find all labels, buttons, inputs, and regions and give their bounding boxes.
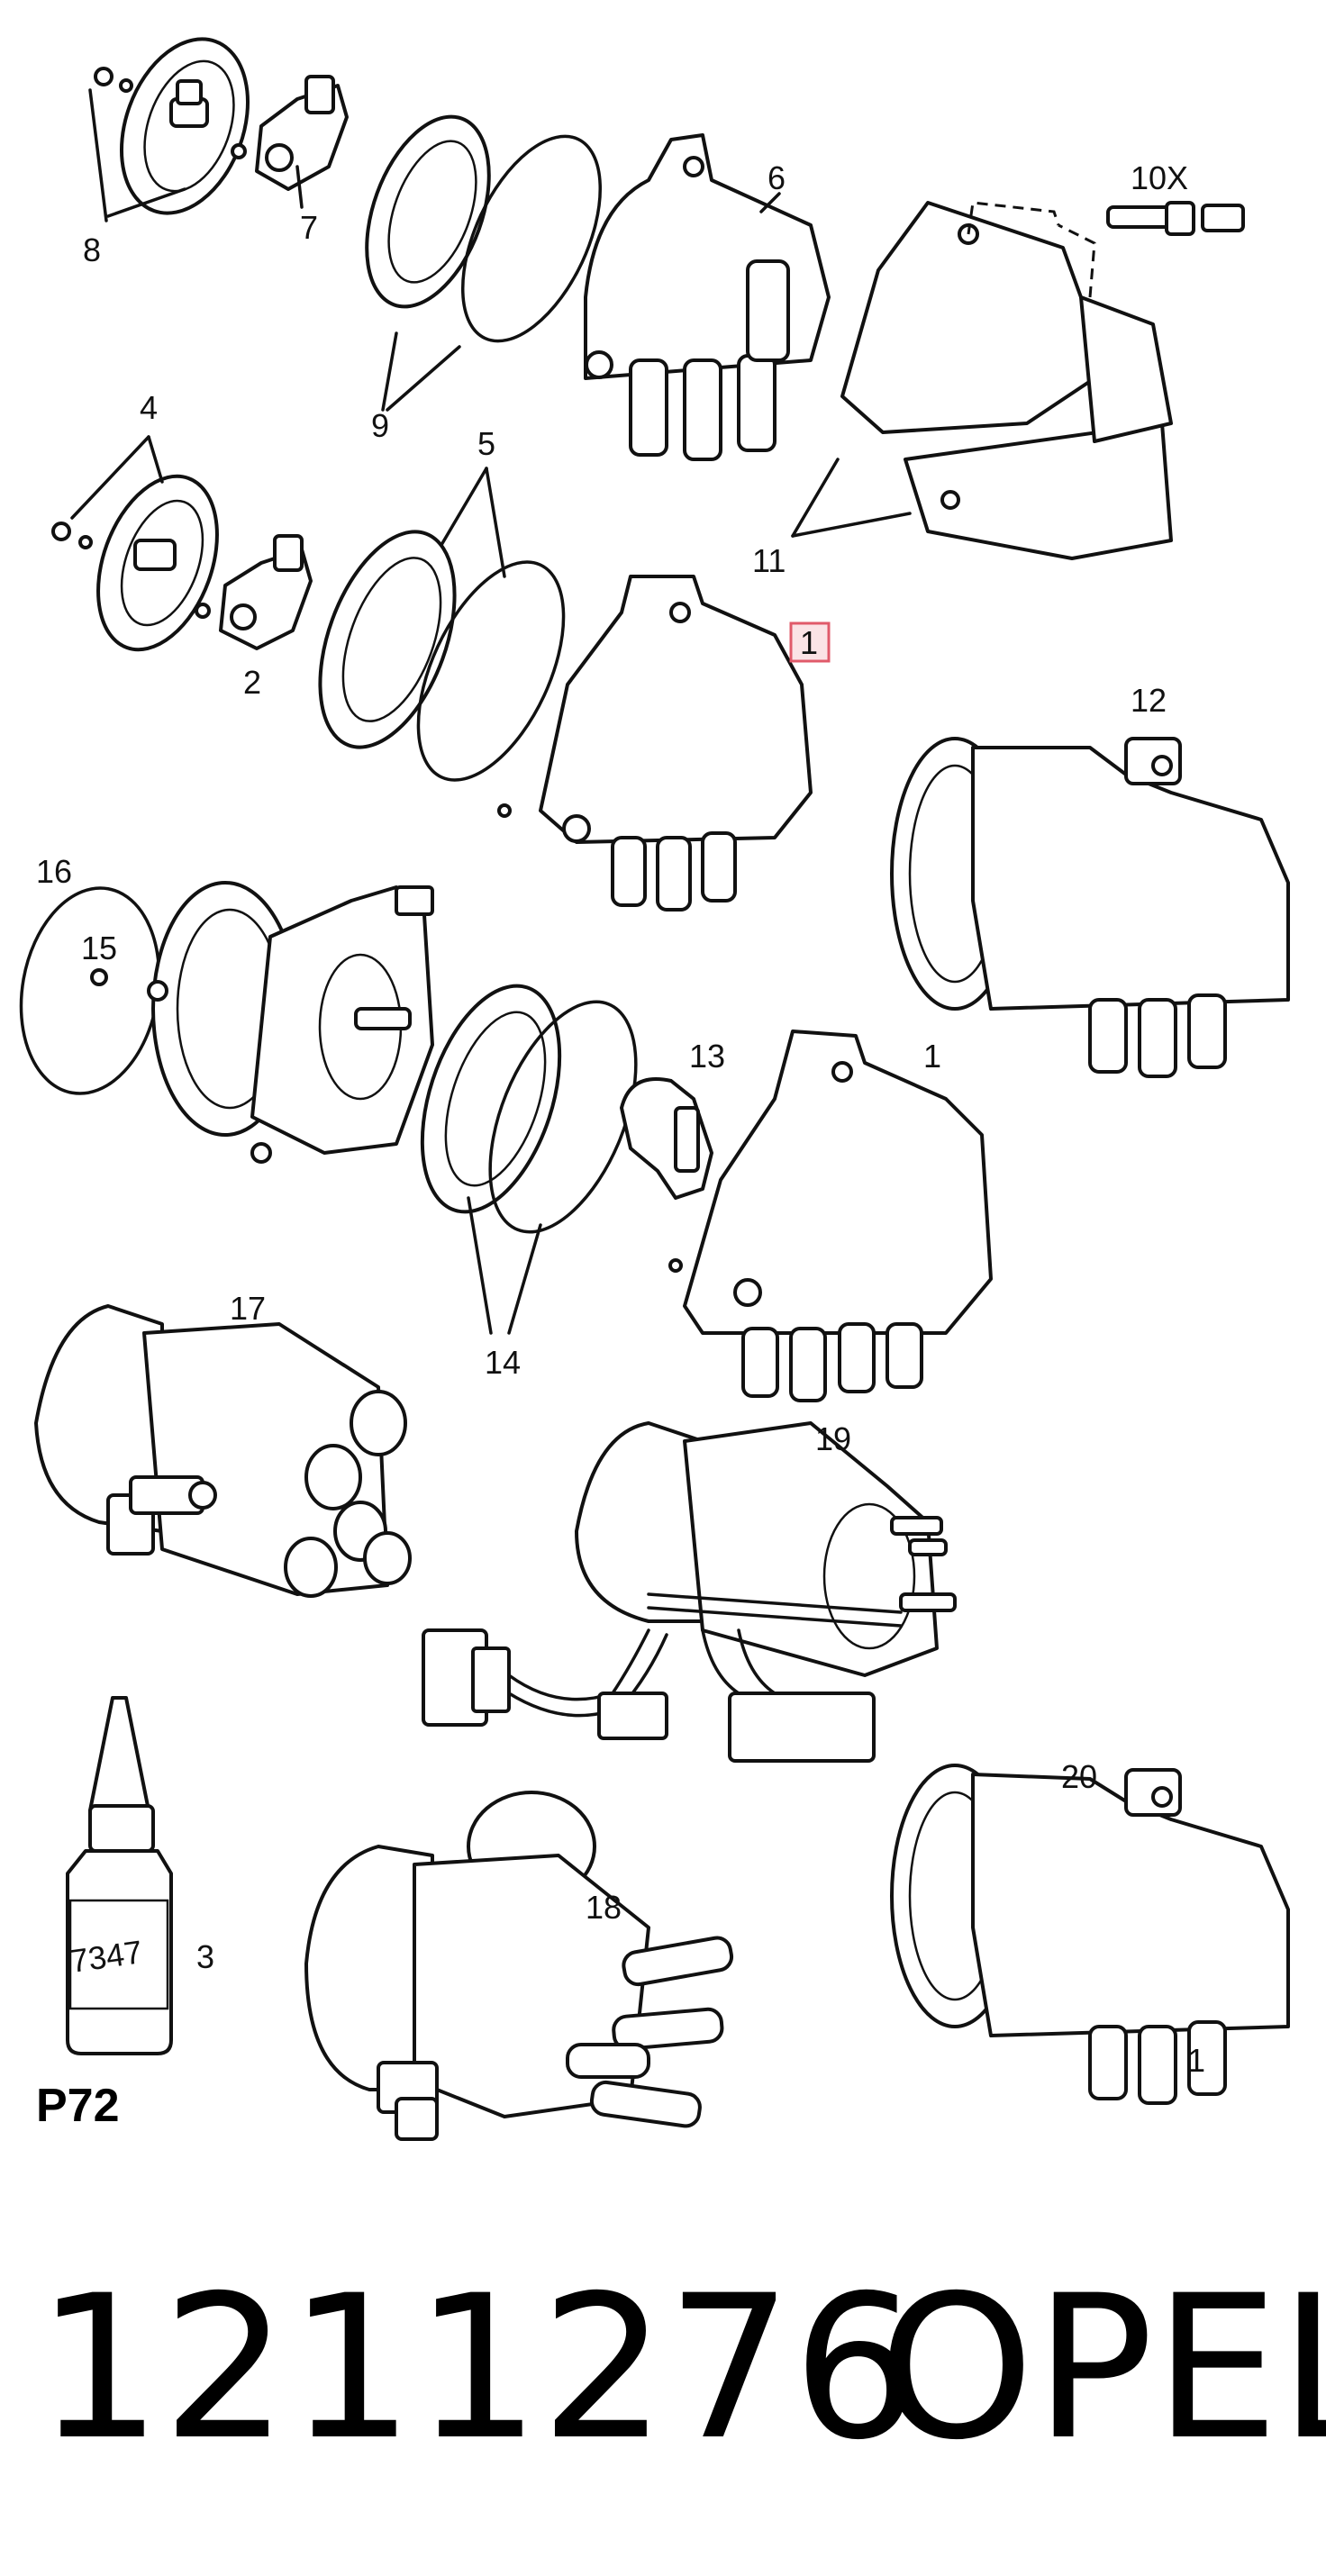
- brand-name: OPEL: [878, 2253, 1326, 2483]
- callout-4: 4: [140, 389, 158, 426]
- distributor-housing: [147, 881, 434, 1164]
- part-19-wiring-harness: [422, 1628, 876, 1763]
- callout-3: 3: [196, 1938, 214, 1975]
- bolt-leader-dashed: [967, 201, 1060, 235]
- callout-15: 15: [81, 930, 117, 966]
- callout-1-small: 1: [1187, 2042, 1205, 2079]
- callout-6: 6: [767, 159, 786, 196]
- part-18-distributor: [304, 1791, 734, 2141]
- callout-labels: 1 1 2 3 4 5 6 7 8 9 10X 11 12 13 14 15 1…: [36, 159, 1205, 2079]
- leader-lines: [70, 88, 912, 1335]
- part-10x-bolt: [1106, 201, 1245, 236]
- part-13-rotor: [620, 1077, 713, 1200]
- callout-10x: 10X: [1131, 159, 1188, 196]
- part-3-threadlock-bottle: 7347: [66, 1696, 173, 2055]
- part-2-pickup: [195, 534, 313, 650]
- callout-7: 7: [300, 209, 318, 246]
- callout-2: 2: [243, 664, 261, 701]
- part-1-distributor-assembly-upper: [497, 575, 813, 912]
- callout-5: 5: [477, 425, 495, 462]
- callout-14: 14: [485, 1344, 521, 1381]
- part-11-coil-cover: [840, 201, 1173, 560]
- part-1-distributor-assembly-lower: [668, 1029, 993, 1402]
- part-12-distributor-assembly: [890, 737, 1290, 1078]
- part-7-pickup: [231, 75, 349, 191]
- callout-8: 8: [83, 231, 101, 268]
- spark-plug-towers: [566, 1936, 734, 2128]
- part-number: 1211276: [36, 2253, 919, 2483]
- part-14-seal-ring: [420, 984, 638, 1234]
- part-8-base-plate: [94, 37, 250, 215]
- callout-1: 1: [923, 1038, 941, 1075]
- part-15-washer: [90, 968, 108, 986]
- part-19-distributor: [575, 1421, 957, 1677]
- part-5-seal-ring: [318, 530, 566, 782]
- part-9-seal-ring: [365, 114, 603, 343]
- callout-1-highlighted: 1: [800, 624, 818, 661]
- spark-plug-towers: [284, 1390, 412, 1598]
- callout-16: 16: [36, 853, 72, 890]
- part-20-distributor-assembly: [890, 1764, 1290, 2105]
- highlight-box: [789, 621, 831, 663]
- callout-13: 13: [689, 1038, 725, 1075]
- callout-19: 19: [815, 1420, 851, 1457]
- part-4-base-plate: [51, 474, 219, 652]
- bottle-code-p72: P72: [36, 2080, 120, 2132]
- callout-17: 17: [230, 1290, 266, 1327]
- callout-18: 18: [586, 1889, 622, 1926]
- callout-20: 20: [1061, 1758, 1097, 1795]
- callout-11: 11: [752, 542, 786, 579]
- callout-12: 12: [1131, 682, 1167, 719]
- part-6-distributor-cap: [584, 133, 831, 461]
- part-17-distributor: [34, 1304, 412, 1598]
- callout-9: 9: [371, 407, 389, 444]
